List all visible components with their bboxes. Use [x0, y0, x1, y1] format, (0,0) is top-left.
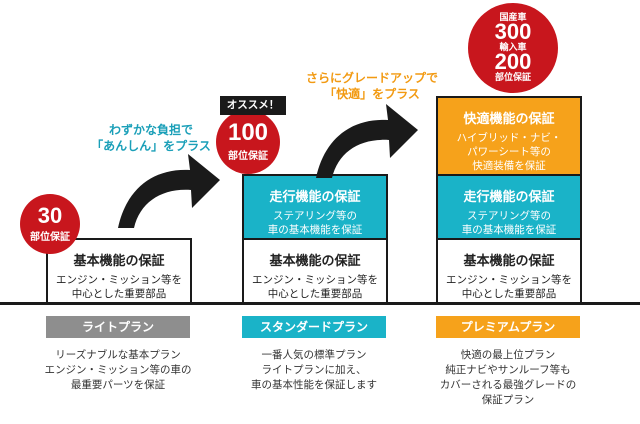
basic-title: 基本機能の保証 [269, 254, 361, 269]
plan-desc-light: リーズナブルな基本プラン エンジン・ミッション等の車の 最重要パーツを保証 [44, 349, 192, 391]
plan-desc-standard: 一番人気の標準プラン ライトプランに加え、 車の基本性能を保証します [251, 349, 377, 391]
arrow-icon [316, 104, 418, 178]
driving-desc: ステアリング等の 車の基本機能を保証 [267, 210, 363, 236]
plan-desc-premium: 快適の最上位プラン 純正ナビやサンルーフ等も カバーされる最強グレードの 保証プ… [439, 349, 577, 406]
comfort-desc: ハイブリッド・ナビ・ パワーシート等の 快適装備を保証 [456, 132, 562, 172]
basic-title: 基本機能の保証 [463, 254, 555, 269]
coverage-circle-premium: 国産車 300 輸入車 200 部位保証 [468, 3, 558, 93]
upgrade-note-relief: わずかな負担で 「あんしん」をプラス [91, 123, 211, 153]
coverage-circle-standard: 100 部位保証 [216, 110, 280, 174]
coverage-circle-light: 30 部位保証 [20, 194, 80, 254]
premium-driving-block: 走行機能の保証 ステアリング等の 車の基本機能を保証 [436, 174, 582, 240]
plan-label-standard: スタンダードプラン [242, 316, 386, 338]
plan-label-premium: プレミアムプラン [436, 316, 580, 338]
basic-desc: エンジン・ミッション等を 中心とした重要部品 [446, 274, 572, 300]
driving-title: 走行機能の保証 [269, 190, 361, 205]
driving-title: 走行機能の保証 [463, 190, 555, 205]
standard-basic-block: 基本機能の保証 エンジン・ミッション等を 中心とした重要部品 [242, 238, 388, 304]
basic-desc: エンジン・ミッション等を 中心とした重要部品 [56, 274, 182, 300]
basic-title: 基本機能の保証 [73, 254, 165, 269]
light-basic-block: 基本機能の保証 エンジン・ミッション等を 中心とした重要部品 [46, 238, 192, 304]
comfort-title: 快適機能の保証 [463, 112, 555, 127]
basic-desc: エンジン・ミッション等を 中心とした重要部品 [252, 274, 378, 300]
plan-label-light: ライトプラン [46, 316, 190, 338]
standard-driving-block: 走行機能の保証 ステアリング等の 車の基本機能を保証 [242, 174, 388, 240]
recommend-badge: オススメ！ [220, 96, 286, 115]
upgrade-note-comfort: さらにグレードアップで 「快適」をプラス [305, 71, 438, 101]
premium-comfort-block: 快適機能の保証 ハイブリッド・ナビ・ パワーシート等の 快適装備を保証 [436, 96, 582, 176]
premium-basic-block: 基本機能の保証 エンジン・ミッション等を 中心とした重要部品 [436, 238, 582, 304]
driving-desc: ステアリング等の 車の基本機能を保証 [461, 210, 557, 236]
arrow-icon [118, 154, 220, 228]
